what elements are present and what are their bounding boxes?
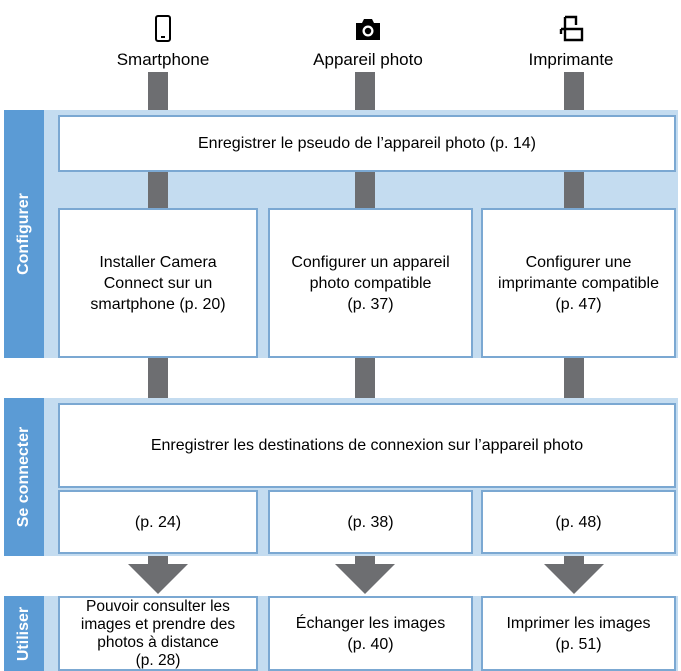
connector [148, 358, 168, 398]
section-label-configure: Configurer [15, 193, 32, 275]
printer-icon [559, 15, 584, 42]
configure-camera-box: Configurer un appareil photo compatible … [268, 208, 473, 358]
connect-page-smartphone-text: (p. 24) [134, 513, 182, 531]
section-tab-connect: Se connecter [4, 398, 44, 556]
connector [564, 72, 584, 110]
register-nickname-text: Enregistrer le pseudo de l’appareil phot… [198, 135, 536, 152]
connector [355, 172, 375, 208]
smartphone-icon [155, 15, 171, 42]
connector [355, 72, 375, 110]
install-app-text: Installer Camera Connect sur un smartpho… [90, 253, 226, 313]
exchange-images-box: Échanger les images (p. 40) [268, 596, 473, 671]
connector [564, 172, 584, 208]
section-label-use: Utiliser [15, 606, 32, 661]
register-destinations-text: Enregistrer les destinations de connexio… [150, 437, 584, 454]
remote-view-text: Pouvoir consulter les images et prendre … [80, 597, 236, 669]
print-images-text: Imprimer les images (p. 51) [506, 614, 651, 653]
register-destinations-box: Enregistrer les destinations de connexio… [58, 403, 676, 488]
connect-page-smartphone: (p. 24) [58, 490, 258, 554]
configure-printer-text: Configurer une imprimante compatible (p.… [498, 253, 659, 313]
connect-page-camera-text: (p. 38) [347, 513, 394, 531]
print-images-box: Imprimer les images (p. 51) [481, 596, 676, 671]
exchange-images-text: Échanger les images (p. 40) [295, 614, 446, 653]
connector [355, 358, 375, 398]
connect-page-camera: (p. 38) [268, 490, 473, 554]
section-tab-use: Utiliser [4, 596, 44, 671]
section-tab-configure: Configurer [4, 110, 44, 358]
connector [564, 358, 584, 398]
install-app-box: Installer Camera Connect sur un smartpho… [58, 208, 258, 358]
device-label-printer: Imprimante [528, 50, 614, 69]
connect-page-printer-text: (p. 48) [555, 513, 602, 531]
register-nickname-box: Enregistrer le pseudo de l’appareil phot… [58, 115, 676, 172]
configure-printer-box: Configurer une imprimante compatible (p.… [481, 208, 676, 358]
remote-view-box: Pouvoir consulter les images et prendre … [58, 596, 258, 671]
arrow-down-icon [128, 556, 188, 594]
connector [148, 172, 168, 208]
connect-page-printer: (p. 48) [481, 490, 676, 554]
arrow-down-icon [544, 556, 604, 594]
device-label-camera: Appareil photo [313, 50, 423, 69]
arrow-down-icon [335, 556, 395, 594]
section-label-connect: Se connecter [15, 426, 32, 528]
configure-camera-text: Configurer un appareil photo compatible … [291, 253, 450, 313]
device-label-smartphone: Smartphone [116, 50, 210, 69]
connector [148, 72, 168, 110]
camera-icon [356, 19, 380, 40]
